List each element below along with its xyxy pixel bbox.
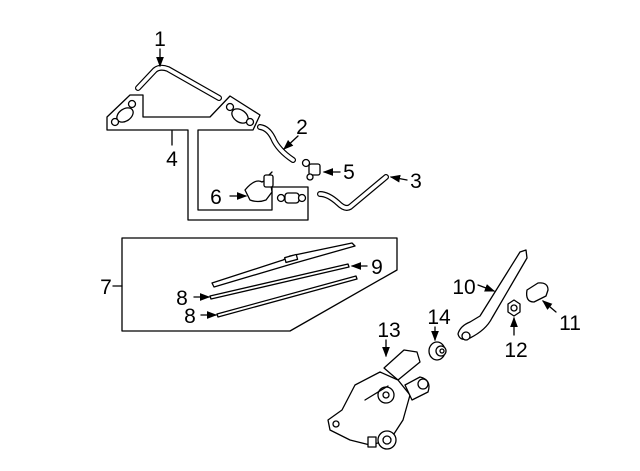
callout-1: 1 <box>154 28 166 51</box>
leader-11 <box>542 300 557 313</box>
part-3-hose <box>317 174 389 211</box>
callout-4: 4 <box>166 148 178 171</box>
leader-10 <box>477 284 496 292</box>
part-12-nut <box>507 299 521 317</box>
leader-lines <box>112 48 557 358</box>
part-8-refill-upper <box>209 263 350 300</box>
callout-11: 11 <box>559 312 581 335</box>
callout-2: 2 <box>296 116 308 139</box>
part-9-blade <box>211 242 356 288</box>
part-5-connector <box>301 158 321 181</box>
callout-8-lower: 8 <box>184 305 196 328</box>
callout-10: 10 <box>452 276 475 299</box>
part-6-valve <box>244 171 274 203</box>
callout-13: 13 <box>377 319 400 342</box>
part-8-refill-lower <box>216 275 358 318</box>
part-11-cap <box>526 282 549 303</box>
callout-8-upper: 8 <box>176 287 188 310</box>
leader-3 <box>389 174 408 183</box>
leader-2 <box>283 135 299 150</box>
callout-5: 5 <box>343 161 355 184</box>
callout-9: 9 <box>371 256 383 279</box>
nozzle-right <box>225 102 255 127</box>
part-4-hose-assembly <box>106 94 309 221</box>
part-14-grommet <box>428 341 447 361</box>
callout-14: 14 <box>427 306 451 329</box>
nozzle-left <box>110 99 137 127</box>
callout-6: 6 <box>210 186 222 209</box>
part-1-hose <box>135 64 222 101</box>
callout-12: 12 <box>504 339 527 362</box>
callout-labels: 1 2 3 4 5 6 7 8 8 9 10 11 12 13 14 <box>100 28 581 362</box>
part-13-motor <box>327 349 430 450</box>
part-7-blade-assembly-box <box>121 237 398 332</box>
part-10-wiper-arm <box>457 249 528 341</box>
callout-3: 3 <box>410 170 422 193</box>
callout-7: 7 <box>100 276 112 299</box>
nozzle-lower <box>276 192 307 204</box>
part-2-hose <box>257 124 296 163</box>
